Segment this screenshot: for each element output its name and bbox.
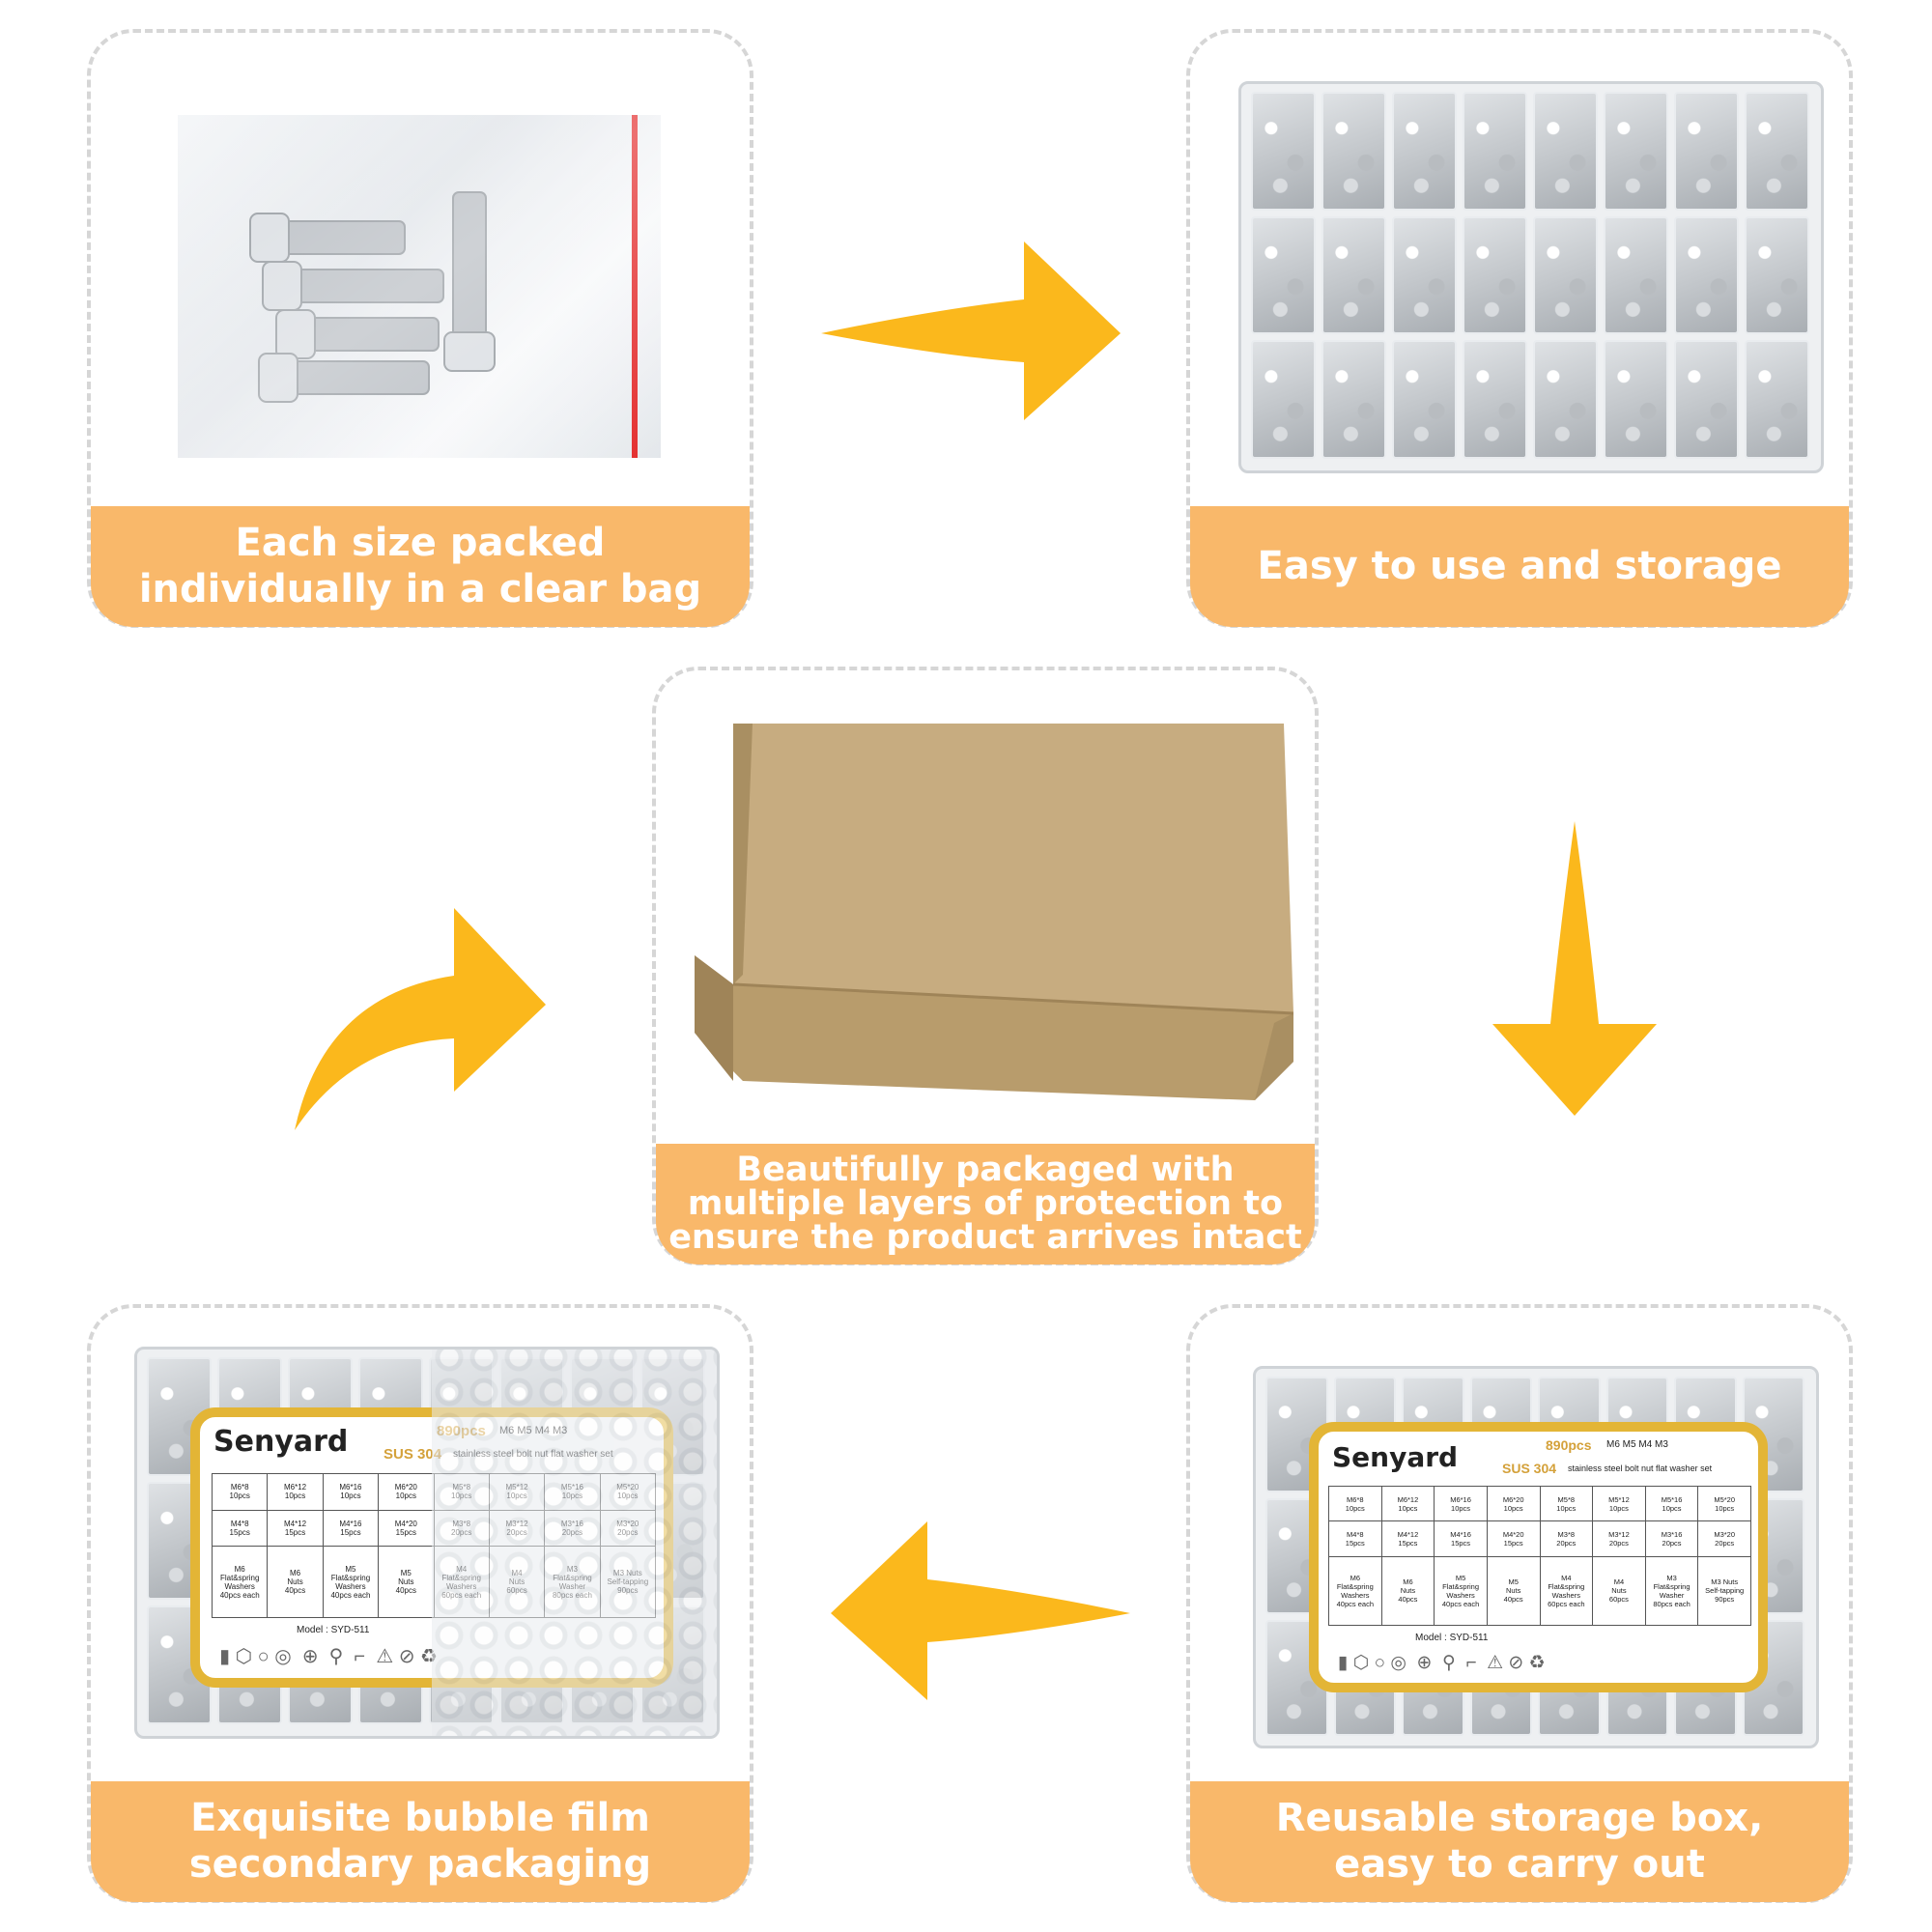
reusable-box-photo: Senyard 890pcs M6 M5 M4 M3 SUS 304 stain… <box>1253 1366 1819 1748</box>
spec-cell: M5*16 10pcs <box>1644 1485 1699 1522</box>
spec-cell: M3 Flat&spring Washer 80pcs each <box>1644 1555 1699 1627</box>
arrow-right-icon <box>821 242 1121 420</box>
spec-cell: M4 Flat&spring Washers 60pcs each <box>1539 1555 1594 1627</box>
spec-cell: M6*20 10pcs <box>1486 1485 1541 1522</box>
spec-cell: M5 Flat&spring Washers 40pcs each <box>1434 1555 1488 1627</box>
piece-count: 890pcs <box>1546 1437 1592 1453</box>
spec-cell: M6*20 10pcs <box>378 1473 435 1511</box>
packaging-caption: Beautifully packaged with multiple layer… <box>656 1144 1315 1264</box>
spec-cell: M5*20 10pcs <box>1697 1485 1751 1522</box>
spec-cell: M3 Nuts Self-tapping 90pcs <box>1697 1555 1751 1627</box>
spec-cell: M4*8 15pcs <box>211 1509 269 1548</box>
panel-clear-bag: Each size packed individually in a clear… <box>87 29 753 628</box>
brand-name: Senyard <box>213 1425 349 1459</box>
spec-cell: M6*8 10pcs <box>1328 1485 1382 1522</box>
organizer-box-photo <box>1238 81 1824 473</box>
spec-cell: M6 Nuts 40pcs <box>267 1546 324 1618</box>
clear-bag-caption: Each size packed individually in a clear… <box>91 506 750 627</box>
panel-reusable: Senyard 890pcs M6 M5 M4 M3 SUS 304 stain… <box>1186 1304 1853 1903</box>
spec-cell: M4*20 15pcs <box>1486 1520 1541 1557</box>
spec-cell: M6 Flat&spring Washers 40pcs each <box>1328 1555 1382 1627</box>
panel-bubble: Senyard 890pcs M6 M5 M4 M3 SUS 304 stain… <box>87 1304 753 1903</box>
spec-cell: M4*12 15pcs <box>267 1509 324 1548</box>
spec-cell: M3*16 20pcs <box>1644 1520 1699 1557</box>
bubble-caption: Exquisite bubble film secondary packagin… <box>91 1781 750 1902</box>
spec-cell: M5*12 10pcs <box>1592 1485 1646 1522</box>
bubble-film <box>432 1350 717 1736</box>
spec-cell: M6*8 10pcs <box>211 1473 269 1511</box>
spec-cell: M3*12 20pcs <box>1592 1520 1646 1557</box>
spec-cell: M4*20 15pcs <box>378 1509 435 1548</box>
spec-cell: M6*12 10pcs <box>267 1473 324 1511</box>
hardware-icons: ▮ ⬡ ○ ◎ ⊕ ⚲ ⌐ ⚠ ⊘ ♻ <box>1338 1653 1546 1673</box>
panel-packaging: Beautifully packaged with multiple layer… <box>652 667 1319 1265</box>
spec-cell: M3*8 20pcs <box>1539 1520 1594 1557</box>
arrow-left-icon <box>831 1521 1130 1700</box>
spec-cell: M4 Nuts 60pcs <box>1592 1555 1646 1627</box>
brand-name: Senyard <box>1332 1441 1459 1473</box>
spec-cell: M6 Nuts 40pcs <box>1380 1555 1435 1627</box>
material: SUS 304 <box>1502 1461 1557 1476</box>
product-label: Senyard 890pcs M6 M5 M4 M3 SUS 304 stain… <box>1309 1422 1768 1692</box>
spec-cell: M5 Nuts 40pcs <box>378 1546 435 1618</box>
label-description: stainless steel bolt nut flat washer set <box>1568 1463 1713 1473</box>
clear-bag-photo <box>178 115 661 458</box>
spec-cell: M5*8 10pcs <box>1539 1485 1594 1522</box>
spec-cell: M6*16 10pcs <box>1434 1485 1488 1522</box>
spec-cell: M4*8 15pcs <box>1328 1520 1382 1557</box>
organizer-compartments <box>1251 92 1809 459</box>
spec-cell: M6*16 10pcs <box>322 1473 380 1511</box>
spec-cell: M4*16 15pcs <box>1434 1520 1488 1557</box>
bubble-box-photo: Senyard 890pcs M6 M5 M4 M3 SUS 304 stain… <box>134 1347 720 1739</box>
spec-cell: M4*12 15pcs <box>1380 1520 1435 1557</box>
cardboard-box-image <box>695 724 1293 1100</box>
spec-cell: M4*16 15pcs <box>322 1509 380 1548</box>
arrow-down-icon <box>1492 821 1657 1116</box>
spec-cell: M6*12 10pcs <box>1380 1485 1435 1522</box>
bolts-in-bag-image <box>178 115 661 458</box>
spec-cell: M3*20 20pcs <box>1697 1520 1751 1557</box>
hardware-icons: ▮ ⬡ ○ ◎ ⊕ ⚲ ⌐ ⚠ ⊘ ♻ <box>219 1646 438 1667</box>
reusable-caption: Reusable storage box, easy to carry out <box>1190 1781 1849 1902</box>
model-number: Model : SYD-511 <box>297 1625 370 1635</box>
arrow-curved-icon <box>295 908 546 1130</box>
panel-storage: Easy to use and storage <box>1186 29 1853 628</box>
size-list: M6 M5 M4 M3 <box>1606 1439 1668 1450</box>
spec-cell: M5 Nuts 40pcs <box>1486 1555 1541 1627</box>
model-number: Model : SYD-511 <box>1415 1633 1489 1643</box>
spec-cell: M6 Flat&spring Washers 40pcs each <box>211 1546 269 1618</box>
material: SUS 304 <box>384 1446 442 1463</box>
storage-caption: Easy to use and storage <box>1190 506 1849 627</box>
spec-cell: M5 Flat&spring Washers 40pcs each <box>322 1546 380 1618</box>
